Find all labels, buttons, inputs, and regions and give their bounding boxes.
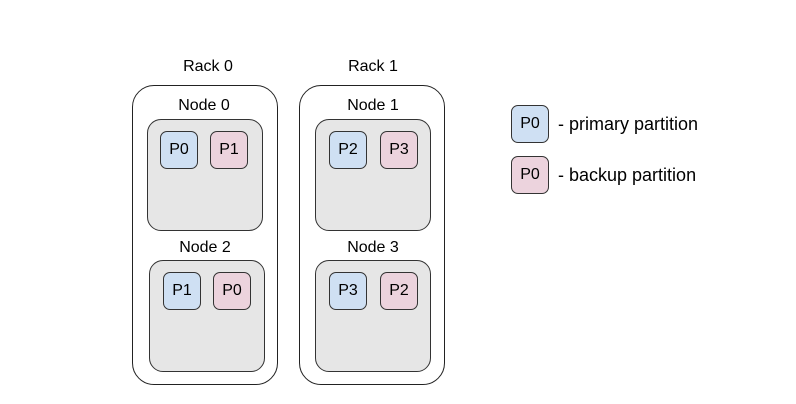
rack-1-label: Rack 1: [348, 58, 398, 75]
node-0: P0 P1: [147, 119, 263, 231]
partition-p1-primary: P1: [163, 272, 201, 310]
rack-0-label: Rack 0: [183, 58, 233, 75]
node-3-label: Node 3: [347, 239, 399, 256]
node-1-label: Node 1: [347, 97, 399, 114]
partition-p2-primary: P2: [329, 131, 367, 169]
legend-backup-swatch: P0: [511, 156, 549, 194]
node-2-label: Node 2: [179, 239, 231, 256]
partition-p2-backup: P2: [380, 272, 418, 310]
partition-p1-backup: P1: [210, 131, 248, 169]
node-2: P1 P0: [149, 260, 265, 372]
legend-primary-swatch: P0: [511, 105, 549, 143]
partition-p3-primary: P3: [329, 272, 367, 310]
legend-primary-text: - primary partition: [558, 114, 699, 134]
partition-p0-backup: P0: [213, 272, 251, 310]
partition-p3-backup: P3: [380, 131, 418, 169]
node-1: P2 P3: [315, 119, 431, 231]
node-0-label: Node 0: [178, 97, 230, 114]
node-3: P3 P2: [315, 260, 431, 372]
partition-p0-primary: P0: [160, 131, 198, 169]
legend-backup-text: - backup partition: [558, 165, 697, 185]
